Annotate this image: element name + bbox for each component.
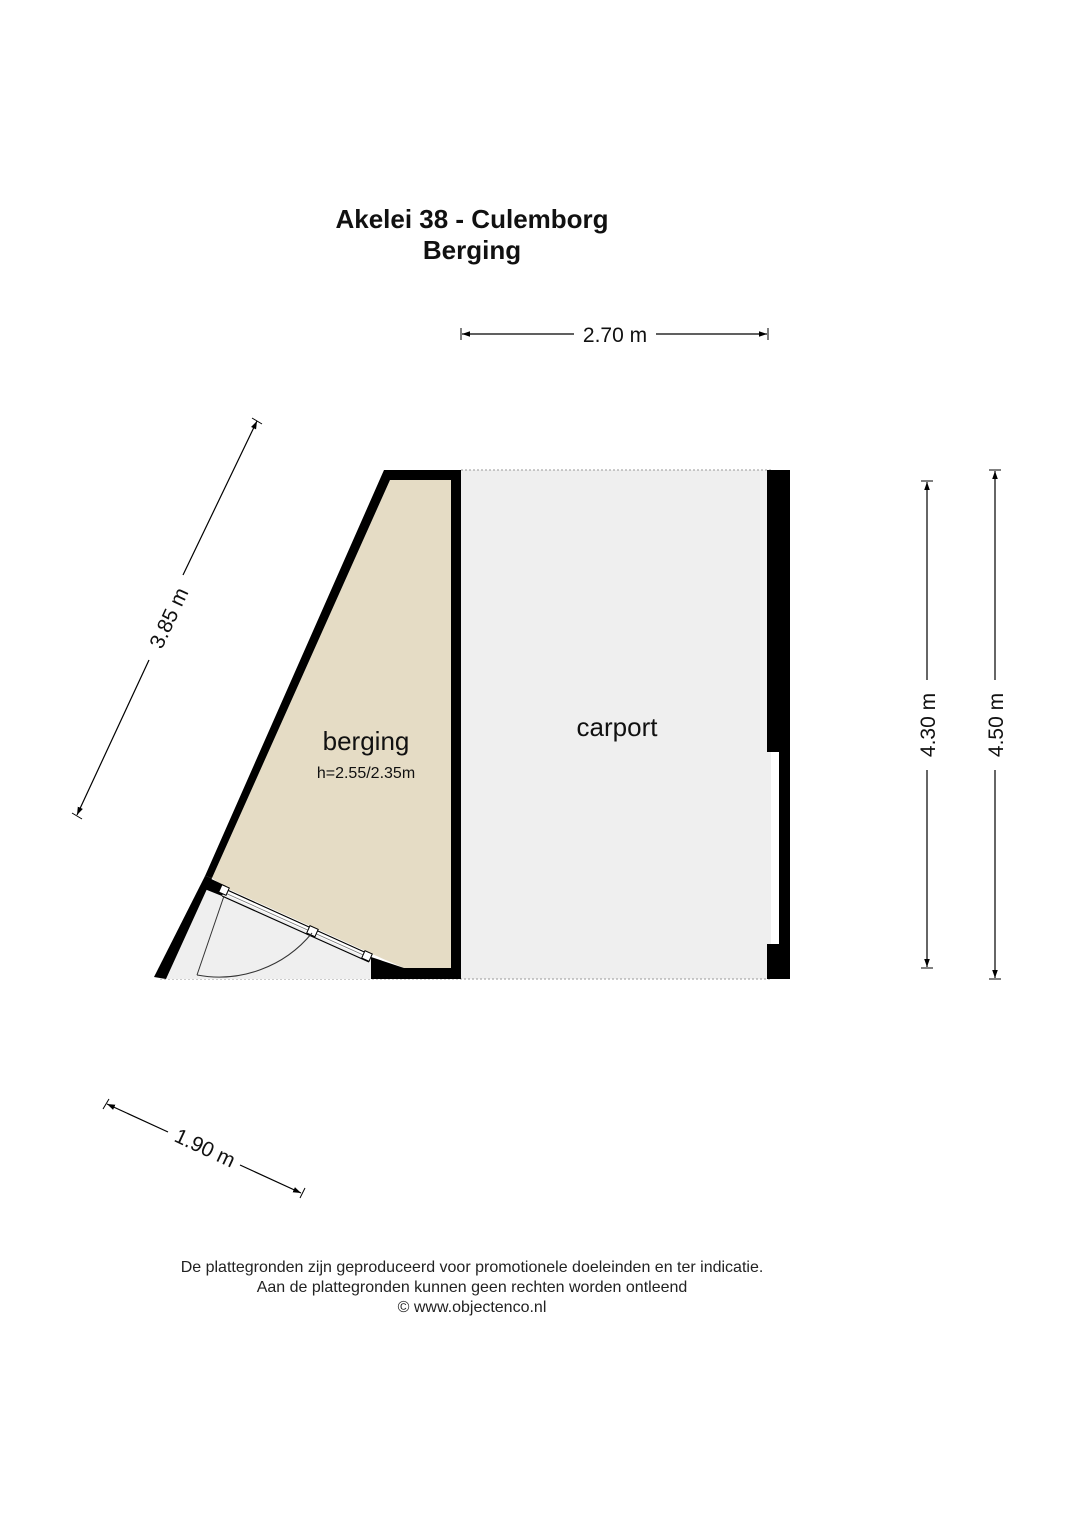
door-swing-arc xyxy=(196,932,313,978)
sliding-door-track-b xyxy=(221,895,370,963)
dim-diagonal-tick-bottom xyxy=(71,812,83,820)
dim-top-width-label: 2.70 m xyxy=(583,324,647,347)
disclaimer-line-1: De plattegronden zijn geproduceerd voor … xyxy=(180,1259,764,1276)
dim-bottom-tick-right xyxy=(299,1187,306,1199)
entrance-floor xyxy=(160,886,371,979)
sliding-door-end-right xyxy=(361,950,373,962)
sliding-door-end-left xyxy=(218,884,230,896)
entrance-side-wall xyxy=(154,876,212,979)
berging-label: berging xyxy=(323,726,410,756)
door-swing-leaf xyxy=(196,895,225,976)
plan-title-subtitle: Berging xyxy=(422,235,522,265)
sliding-door-track-a xyxy=(224,888,372,956)
copyright-line: © www.objectenco.nl xyxy=(397,1299,547,1316)
dim-diagonal-line-top xyxy=(182,420,258,576)
dim-bottom-line-right xyxy=(239,1164,302,1194)
plan-title-address: Akelei 38 - Culemborg xyxy=(335,204,609,234)
dim-inner-height-label: 4.30 m xyxy=(917,693,940,757)
berging-height-label: h=2.55/2.35m xyxy=(317,765,415,782)
dim-bottom-tick-left xyxy=(102,1098,110,1110)
carport-floor xyxy=(461,470,771,979)
berging-floor xyxy=(212,480,451,968)
dim-diagonal-line-bottom xyxy=(76,659,150,816)
dim-diagonal-label: 3.85 m xyxy=(145,584,193,652)
carport-label: carport xyxy=(577,712,659,742)
dim-outer-height-label: 4.50 m xyxy=(985,693,1008,757)
sliding-door-track-c xyxy=(222,891,371,959)
dim-bottom-label: 1.90 m xyxy=(171,1124,239,1172)
carport-right-wall xyxy=(767,470,790,979)
disclaimer-line-2: Aan de plattegronden kunnen geen rechten… xyxy=(256,1279,688,1296)
dim-bottom-line-left xyxy=(106,1103,169,1133)
